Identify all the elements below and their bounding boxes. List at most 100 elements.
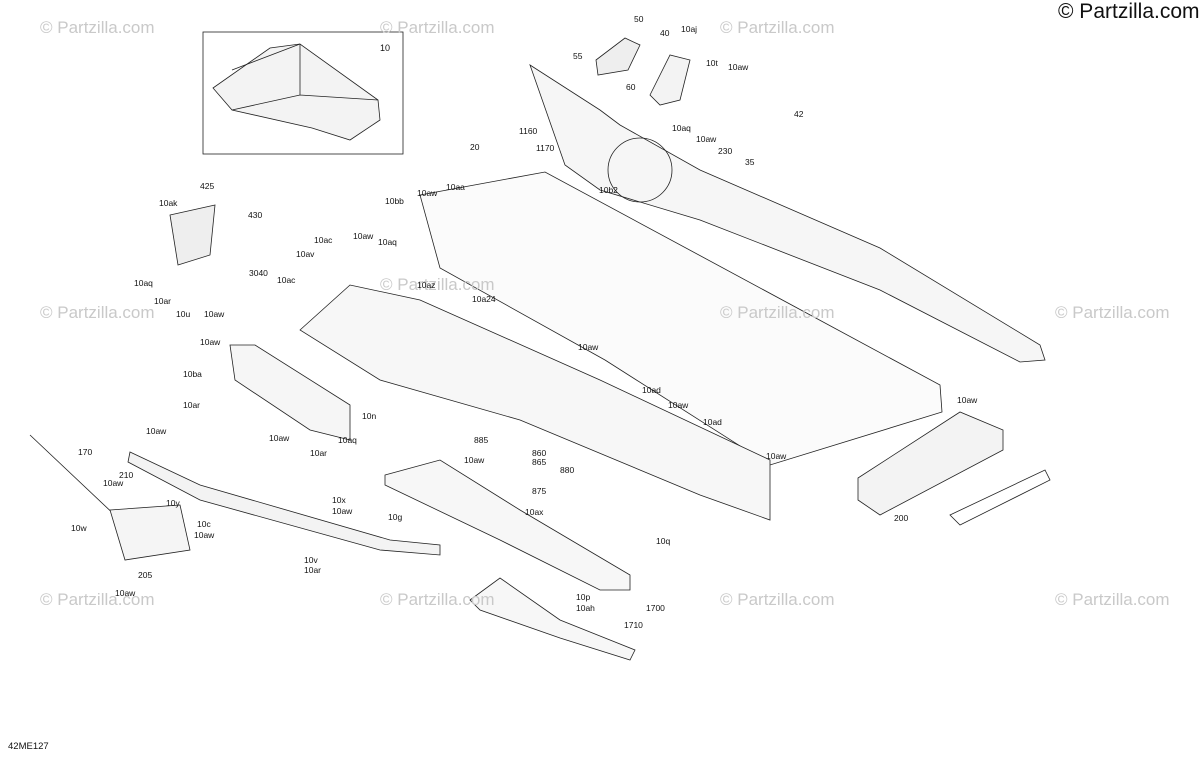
watermark: © Partzilla.com (40, 590, 155, 609)
callout-label: 55 (573, 51, 583, 61)
callout-label: 10aw (728, 62, 749, 72)
callout-label: 10ad (703, 417, 722, 427)
callout-label: 10a24 (472, 294, 496, 304)
callout-label: 10av (296, 249, 315, 259)
callout-label: 10aw (194, 530, 215, 540)
callout-label: 10aw (200, 337, 221, 347)
bracket-50 (595, 37, 641, 76)
callout-label: 10g (388, 512, 403, 522)
callout-label: 10ax (525, 507, 544, 517)
rear-link (949, 469, 1051, 526)
callout-label: 10aw (766, 451, 787, 461)
callout-label: 10aw (353, 231, 374, 241)
footrest (469, 577, 636, 661)
callout-label: 885 (474, 435, 489, 445)
callout-label: 10ar (310, 448, 328, 458)
callout-label: 10ac (314, 235, 333, 245)
callout-label: 430 (248, 210, 263, 220)
callout-label: 10ar (304, 565, 322, 575)
callout-label: 10aw (103, 478, 124, 488)
callout-label: 10aq (672, 123, 691, 133)
callout-label: 10aw (668, 400, 689, 410)
callout-label: 10aj (681, 24, 698, 34)
callout-label: 10aw (115, 588, 136, 598)
watermark: © Partzilla.com (40, 303, 155, 322)
callout-label: 10aw (417, 188, 438, 198)
callout-label: 10aw (696, 134, 717, 144)
callout-label: 10ar (183, 400, 201, 410)
callout-label: 10ba (183, 369, 202, 379)
callout-label: 10b2 (599, 185, 618, 195)
callout-label: 10ac (277, 275, 296, 285)
callout-label: 20 (470, 142, 480, 152)
inset-tunnel (212, 43, 381, 141)
watermark: © Partzilla.com (380, 18, 495, 37)
callout-label: 10u (176, 309, 191, 319)
callout-label: 10v (304, 555, 318, 565)
running-board (384, 459, 631, 591)
callout-label: 880 (560, 465, 575, 475)
callout-label: 10aw (957, 395, 978, 405)
callout-label: 10q (656, 536, 671, 546)
callout-label: 10ah (576, 603, 595, 613)
callout-label: 210 (119, 470, 134, 480)
inset-frame (202, 31, 404, 155)
callout-label: 425 (200, 181, 215, 191)
callout-label: 10aw (269, 433, 290, 443)
callout-label: 10c (197, 519, 211, 529)
callout-label: 10ad (642, 385, 661, 395)
callout-label: 10y (166, 498, 180, 508)
callout-label: 10aq (378, 237, 397, 247)
right-rail (529, 64, 1046, 363)
callout-label: 230 (718, 146, 733, 156)
diagram-code: 42ME127 (8, 741, 49, 752)
callout-label: 1170 (536, 143, 555, 153)
callout-label: 1160 (519, 126, 538, 136)
callout-label: 10bb (385, 196, 404, 206)
callout-label: 10ak (159, 198, 178, 208)
callout-label: 10t (706, 58, 718, 68)
callout-label: 865 (532, 457, 547, 467)
watermark: © Partzilla.com (720, 590, 835, 609)
callout-label: 1700 (646, 603, 665, 613)
callout-label: 200 (894, 513, 909, 523)
tunnel-deck (419, 171, 943, 466)
left-vent (169, 204, 216, 266)
bracket-10aj (649, 54, 691, 106)
callout-label: 10aw (578, 342, 599, 352)
callout-label: 860 (532, 448, 547, 458)
callout-label: 42 (794, 109, 804, 119)
watermark: © Partzilla.com (720, 303, 835, 322)
callout-label: 10ar (154, 296, 172, 306)
watermark: © Partzilla.com (380, 275, 495, 294)
callout-label: 10aw (464, 455, 485, 465)
callout-label: 1710 (624, 620, 643, 630)
inset-label: 10 (380, 43, 391, 53)
callout-label: 60 (626, 82, 636, 92)
callout-label: 205 (138, 570, 153, 580)
callout-label: 170 (78, 447, 93, 457)
callout-label: 10aw (332, 506, 353, 516)
callout-label: 50 (634, 14, 644, 24)
callout-label: 10w (71, 523, 87, 533)
watermark: © Partzilla.com (720, 18, 835, 37)
rod (29, 434, 121, 521)
running-board-strip (127, 451, 441, 556)
callout-label: 10aw (204, 309, 225, 319)
callout-label: 40 (660, 28, 670, 38)
callout-label: 875 (532, 486, 547, 496)
left-side-panel (299, 284, 771, 521)
callout-label: 10n (362, 411, 377, 421)
callout-label: 10aq (338, 435, 357, 445)
callout-label: 10aq (134, 278, 153, 288)
watermark: © Partzilla.com (380, 590, 495, 609)
brand-logo-text: © Partzilla.com (1058, 0, 1200, 23)
callout-label: 10p (576, 592, 591, 602)
callout-label: 10aw (146, 426, 167, 436)
callout-label: 10aa (446, 182, 465, 192)
watermark: © Partzilla.com (1055, 590, 1170, 609)
callout-label: 35 (745, 157, 755, 167)
callout-label: 10az (417, 280, 436, 290)
watermark: © Partzilla.com (40, 18, 155, 37)
